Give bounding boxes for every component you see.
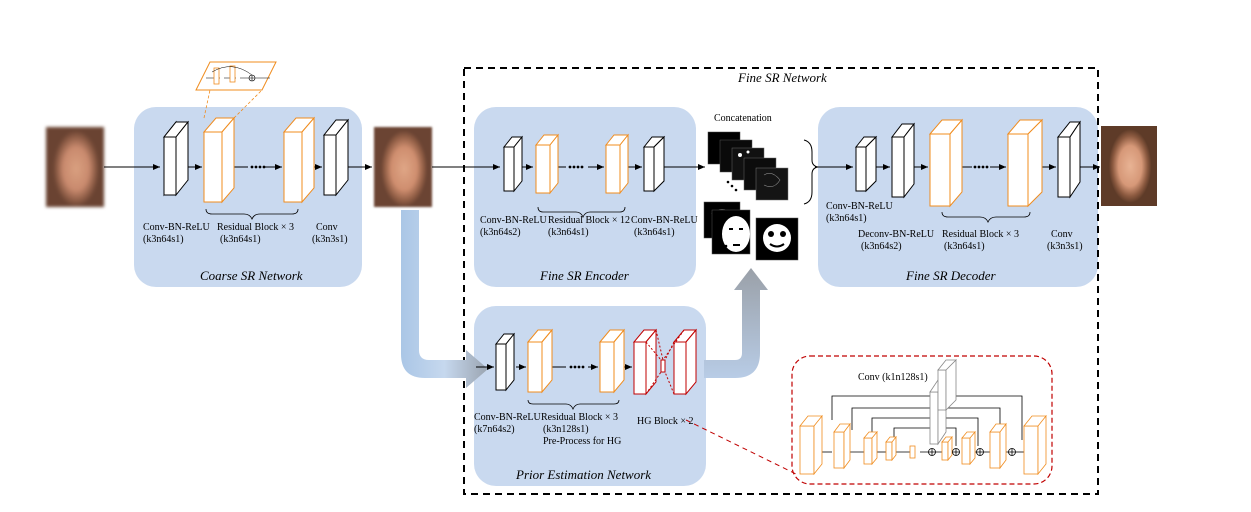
encoder-residual-param: (k3n64s1): [548, 227, 589, 238]
hg-block: [632, 328, 698, 396]
encoder-residual-block-1: [534, 133, 560, 195]
decoder-residual-block-1: [928, 118, 964, 208]
encoder-residual-label: Residual Block × 12: [548, 215, 631, 226]
coarse-conv-bn-relu-block: [162, 120, 190, 197]
decoder-conv-bn-relu-param: (k3n64s1): [826, 213, 867, 224]
concatenation-feature-maps: [707, 131, 789, 201]
hg-detail-border: [791, 355, 1053, 485]
decoder-conv-bn-relu-label: Conv-BN-ReLU: [826, 201, 893, 212]
parsing-maps: [703, 201, 799, 261]
prior-hg-label: HG Block × 2: [637, 416, 694, 427]
coarse-conv-bn-relu-label: Conv-BN-ReLU: [143, 222, 210, 233]
prior-preprocess-label: Pre-Process for HG: [543, 436, 622, 447]
decoder-residual-block-3: [1006, 118, 1044, 208]
encoder-conv-bn-relu-2-param: (k3n64s1): [634, 227, 675, 238]
prior-residual-block-1: [526, 328, 554, 394]
coarse-sr-network-title: Coarse SR Network: [200, 268, 303, 283]
prior-conv-bn-relu-param: (k7n64s2): [474, 424, 515, 435]
decoder-residual-param: (k3n64s1): [944, 241, 985, 252]
encoder-conv-bn-relu-2-label: Conv-BN-ReLU: [631, 215, 698, 226]
residual-block-zoom-icon: [195, 61, 277, 119]
coarse-conv-param: (k3n3s1): [312, 234, 348, 245]
prior-conv-bn-relu-block: [494, 332, 516, 392]
coarse-residual-block-3: [282, 116, 316, 204]
hg-detail-diagram: [799, 359, 1047, 476]
encoder-residual-block-12: [604, 133, 630, 195]
encoder-conv-bn-relu-2-block: [642, 135, 666, 193]
decoder-residual-label: Residual Block × 3: [942, 229, 1020, 240]
prior-residual-block-3: [598, 328, 626, 394]
final-output-face-image: [1101, 126, 1157, 206]
decoder-conv-label: Conv: [1051, 229, 1073, 240]
concatenation-label: Concatenation: [714, 113, 772, 124]
decoder-conv-bn-relu-block: [854, 135, 878, 193]
coarse-residual-block-1: [202, 116, 236, 204]
coarse-output-face-image: [374, 127, 432, 207]
concatenation-bracket: [803, 139, 819, 205]
decoder-deconv-label: Deconv-BN-ReLU: [858, 229, 935, 240]
input-face-image: [46, 127, 104, 207]
fine-sr-network-border: [463, 67, 1099, 495]
decoder-conv-param: (k3n3s1): [1047, 241, 1083, 252]
decoder-deconv-param: (k3n64s2): [861, 241, 902, 252]
fine-sr-decoder-title: Fine SR Decoder: [906, 268, 996, 283]
encoder-conv-bn-relu-1-block: [502, 135, 524, 193]
prior-estimation-network-title: Prior Estimation Network: [516, 467, 652, 482]
coarse-conv-block: [322, 118, 350, 197]
encoder-conv-bn-relu-1-label: Conv-BN-ReLU: [480, 215, 547, 226]
prior-output-arrow: [704, 268, 768, 378]
decoder-conv-block: [1056, 120, 1081, 199]
coarse-residual-param: (k3n64s1): [220, 234, 261, 245]
coarse-conv-bn-relu-param: (k3n64s1): [143, 234, 184, 245]
coarse-residual-label: Residual Block × 3: [217, 222, 295, 233]
hg-conv-label: Conv (k1n128s1): [858, 372, 928, 383]
prior-residual-param: (k3n128s1): [543, 424, 589, 435]
prior-residual-label: Residual Block × 3: [541, 412, 619, 423]
encoder-conv-bn-relu-1-param: (k3n64s2): [480, 227, 521, 238]
fine-sr-encoder-title: Fine SR Encoder: [540, 268, 629, 283]
fine-sr-network-title: Fine SR Network: [738, 70, 827, 85]
decoder-deconv-block: [890, 122, 916, 199]
prior-conv-bn-relu-label: Conv-BN-ReLU: [474, 412, 541, 423]
coarse-conv-label: Conv: [316, 222, 338, 233]
